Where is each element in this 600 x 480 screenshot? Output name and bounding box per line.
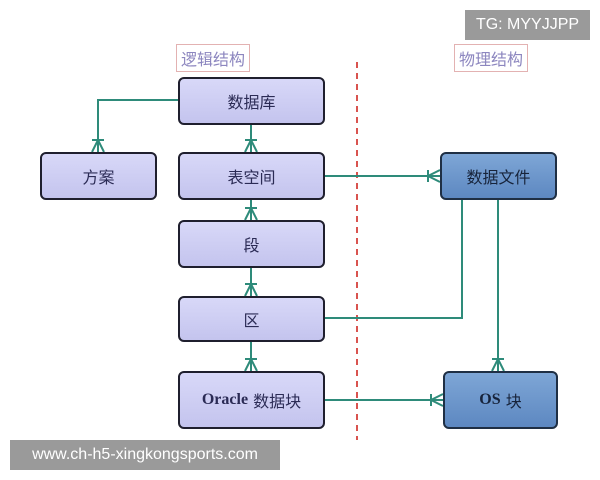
node-tablespace: 表空间 — [178, 152, 325, 200]
crowfoot-osblock-top — [491, 356, 505, 372]
physical-structure-label: 物理结构 — [454, 44, 529, 72]
node-extent-label: 区 — [243, 311, 260, 330]
node-oracle-block-cn: 数据块 — [248, 392, 302, 411]
node-tablespace-label: 表空间 — [227, 168, 276, 187]
node-oracle-block-en: Oracle — [201, 391, 249, 408]
node-extent: 区 — [178, 296, 325, 342]
connector-datafile-extent — [325, 200, 463, 319]
node-os-block-cn: 块 — [500, 392, 522, 411]
connector-database-schema — [97, 99, 178, 152]
node-datafile-label: 数据文件 — [466, 168, 531, 187]
crowfoot-oracleblock — [244, 356, 258, 372]
url-badge[interactable]: www.ch-h5-xingkongsports.com — [10, 440, 280, 470]
node-schema: 方案 — [40, 152, 157, 200]
logical-structure-label: 逻辑结构 — [176, 44, 251, 72]
node-segment-label: 段 — [243, 236, 260, 255]
node-schema-label: 方案 — [82, 168, 115, 187]
crowfoot-datafile — [425, 169, 441, 183]
crowfoot-segment — [244, 205, 258, 221]
crowfoot-extent — [244, 281, 258, 297]
node-oracle-block: Oracle 数据块 — [178, 371, 325, 429]
node-os-block: OS 块 — [443, 371, 558, 429]
node-segment: 段 — [178, 220, 325, 268]
node-datafile: 数据文件 — [440, 152, 557, 200]
tg-badge: TG: MYYJJPP — [465, 10, 590, 40]
crowfoot-tablespace — [244, 137, 258, 153]
node-database-label: 数据库 — [227, 93, 276, 112]
node-database: 数据库 — [178, 77, 325, 125]
node-os-block-en: OS — [479, 391, 501, 408]
crowfoot-osblock-side — [428, 393, 444, 407]
crowfoot-schema — [91, 137, 105, 153]
